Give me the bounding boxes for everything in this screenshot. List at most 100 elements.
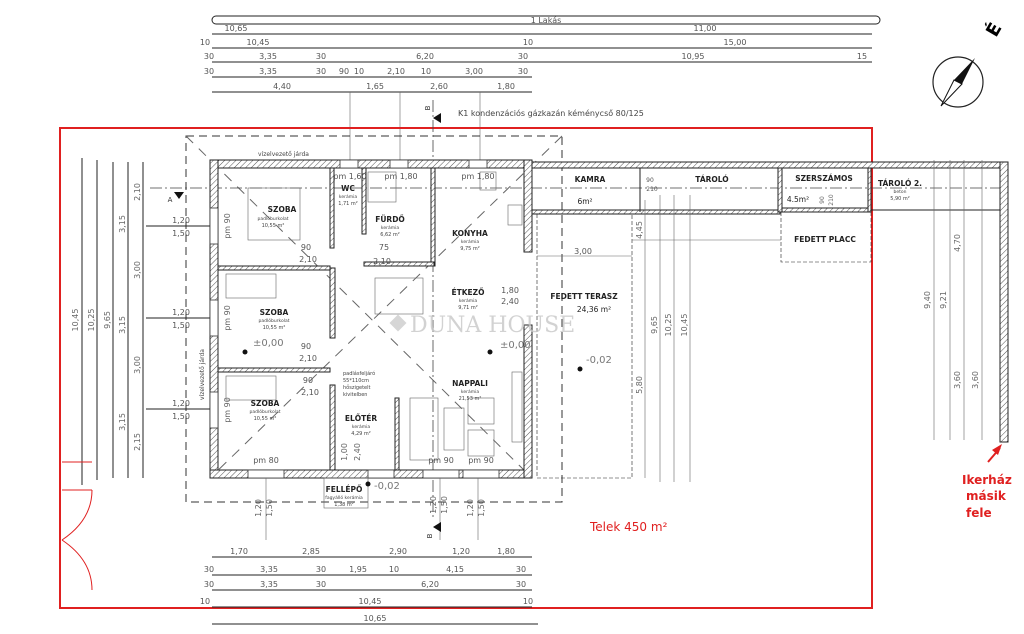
plan-label: 5,90 m² (890, 196, 910, 202)
plan-label: kerámia (339, 193, 357, 200)
dim-label: 3,00 (574, 247, 592, 256)
plan-label: FEDETT TERASZ (550, 292, 618, 301)
plan-label: TÁROLÓ (695, 175, 728, 184)
plan-label: 1,80 (497, 547, 515, 556)
plan-label: 1,71 m² (338, 201, 358, 207)
plan-label: 10,55 m² (254, 416, 277, 422)
level-markers: ±0,00 ±0,00 -0,02 -0,02 (242, 338, 612, 492)
building-walls (209, 159, 533, 509)
dim-label: 90 (339, 67, 349, 76)
plan-label: pm 1,80 (384, 172, 417, 181)
plan-drawing-mark (247, 469, 285, 479)
plan-drawing-mark (867, 167, 872, 213)
plan-drawing-mark (422, 469, 460, 479)
plan-label: 1,20 (254, 499, 263, 517)
plan-label: SZOBA (251, 399, 280, 408)
plan-label: padlóburkolat (249, 408, 280, 415)
plot-area-label: Telek 450 m² (589, 520, 668, 534)
plan-drawing-mark (209, 391, 219, 429)
plan-label: 4,29 m² (351, 431, 371, 437)
plan-label: 9,71 m² (458, 305, 478, 311)
dim-label: 1,80 (497, 82, 515, 91)
plan-label: 90 (301, 342, 311, 351)
watermark-diamond-icon (389, 314, 407, 332)
plan-label: 30 (316, 565, 326, 574)
plan-label: 90 (646, 177, 654, 184)
plan-label: kerámia (352, 423, 370, 430)
plan-label: 1,95 (349, 565, 367, 574)
plan-label: -0,02 (374, 481, 400, 492)
plan-label: ±0,00 (500, 340, 531, 351)
dim-label: 10,45 (680, 314, 689, 337)
plan-label: 6,62 m² (380, 232, 400, 238)
dim-label: 10,25 (664, 314, 673, 337)
plan-label: 3,35 (260, 565, 278, 574)
dim-label: 10,95 (682, 52, 705, 61)
plan-label: 210 (828, 194, 835, 206)
plan-label: 21,53 m² (459, 396, 482, 402)
plan-label: 2,10 (299, 255, 317, 264)
plan-label: KONYHA (452, 229, 488, 238)
room-tarolo: TÁROLÓ (695, 175, 728, 184)
plan-label: ELŐTÉR (345, 414, 378, 423)
plan-drawing-mark (443, 407, 465, 451)
dim-label: 30 (518, 67, 528, 76)
plan-label: 55*110cm (343, 378, 369, 384)
plan-drawing-mark (467, 429, 495, 457)
plan-label: kerámia (381, 224, 399, 231)
plan-drawing-mark (185, 135, 563, 503)
plan-drawing-mark (242, 349, 248, 355)
plan-drawing-mark (361, 167, 367, 235)
plan-label: pm 90 (223, 397, 232, 423)
dim-label: 10 (200, 38, 210, 47)
plan-drawing-mark (536, 213, 633, 479)
plan-drawing-mark (531, 161, 1004, 169)
plan-drawing-mark (777, 167, 783, 213)
plan-drawing-mark (174, 192, 184, 199)
dim-label: 30 (316, 52, 326, 61)
storage-wing (531, 161, 1009, 479)
dim-label: 15 (857, 52, 867, 61)
plan-label: 90 (301, 243, 311, 252)
plan-label: beton (894, 189, 907, 195)
dim-label: 10,65 (225, 24, 248, 33)
plan-label: 1,20 (429, 496, 438, 514)
plan-label: 4,15 (446, 565, 464, 574)
dim-label: 30 (204, 67, 214, 76)
dim-label: 1,20 (172, 216, 190, 225)
room-fedett-placc: FEDETT PLACC (794, 235, 856, 244)
plan-drawing-mark (367, 469, 395, 479)
plan-drawing-mark (992, 444, 1002, 455)
plan-drawing-mark (339, 159, 359, 169)
plan-label: kivitelben (343, 392, 367, 398)
right-dimensions: 9,40 9,21 4,70 3,60 3,60 (923, 160, 983, 440)
plan-drawing-mark (367, 171, 397, 203)
plan-label: FELLÉPŐ (326, 485, 363, 494)
dim-label: 1,20 (172, 399, 190, 408)
dim-label: 3,15 (118, 215, 127, 233)
plan-drawing-mark (365, 481, 371, 487)
window-labels: pm 90 pm 90 pm 90 pm 80 pm 90 pm 90 pm 1… (223, 172, 495, 465)
plan-drawing-mark (781, 207, 869, 213)
plan-label: 210 (646, 186, 658, 193)
plan-label: 2,85 (302, 547, 320, 556)
plan-drawing-mark (999, 161, 1009, 443)
plan-drawing-mark (247, 187, 301, 241)
dim-label: 9,65 (650, 316, 659, 334)
other-half-annotation: Ikerház másik fele (962, 444, 1012, 520)
plan-drawing-mark (61, 461, 93, 591)
chimney-note: K1 kondenzációs gázkazán kéménycső 80/12… (458, 108, 644, 118)
plan-label: KAMRA (575, 175, 606, 184)
plan-label: 2,10 (299, 354, 317, 363)
dim-label: 3,60 (953, 371, 962, 389)
plan-label: pm 90 (428, 456, 454, 465)
plan-label: 1,50 (265, 499, 274, 517)
dim-label: 3,00 (133, 261, 142, 279)
